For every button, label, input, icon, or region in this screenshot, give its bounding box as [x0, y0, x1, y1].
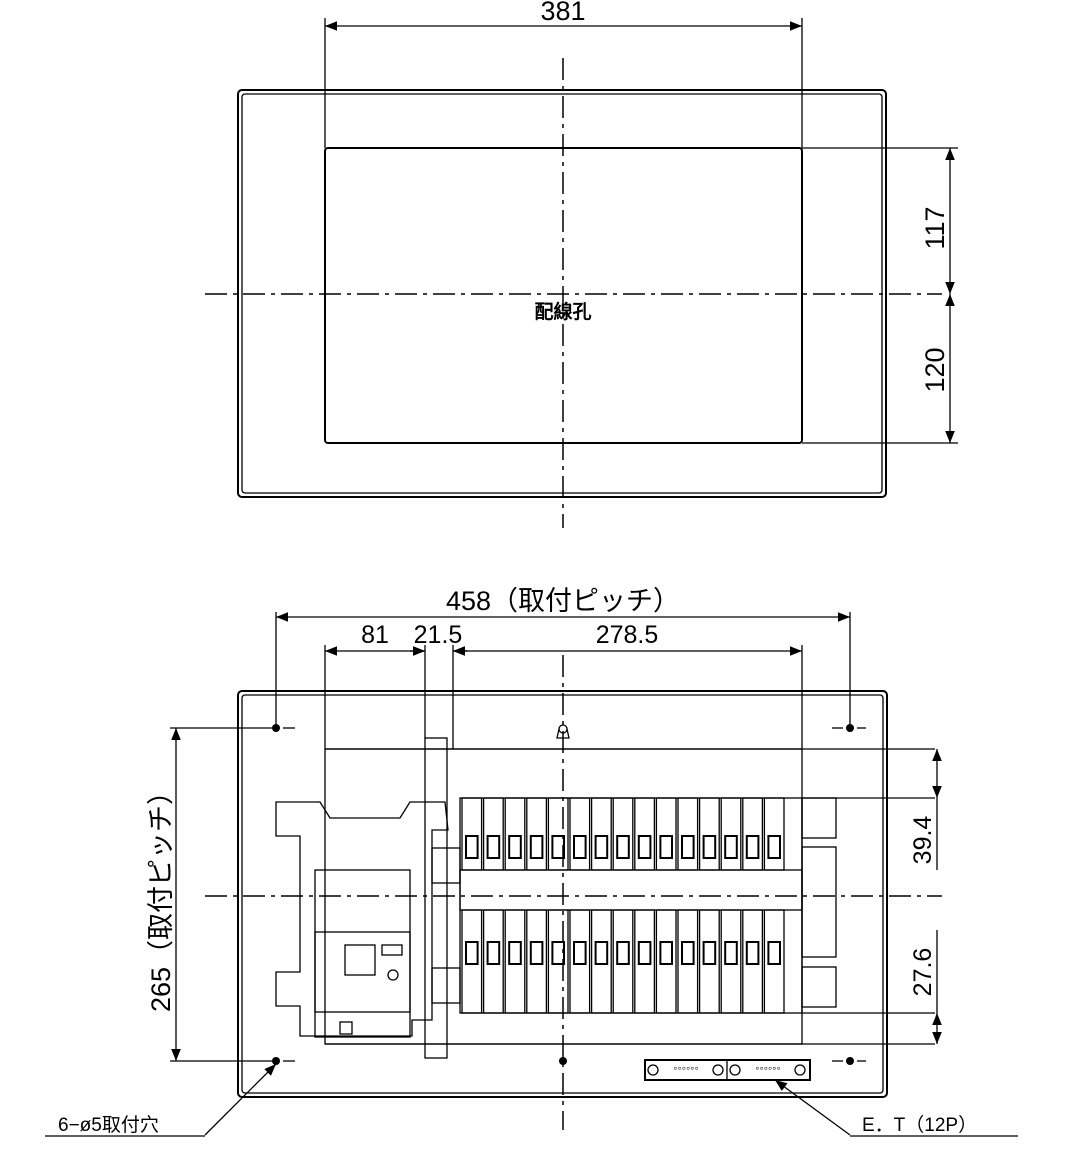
branch-breaker [634, 797, 656, 871]
breaker-handle [637, 941, 652, 965]
branch-breaker [742, 909, 764, 1014]
branch-breaker [547, 909, 569, 1014]
branch-breaker [720, 909, 742, 1014]
terminal-leader [774, 1079, 851, 1136]
branch-breaker [742, 797, 764, 871]
dim-278-5: 278.5 [596, 621, 659, 649]
right-rail [801, 966, 837, 1008]
branch-breaker [655, 797, 677, 871]
wiring-hole-label: 配線孔 [534, 300, 591, 323]
breaker-handle [702, 941, 717, 965]
breaker-handle [659, 941, 674, 965]
breaker-handle [486, 941, 501, 965]
front-view: ◦◦◦◦◦◦ ◦◦◦◦◦◦ 458（取付ピッチ） 81 21.5 278.5 2… [45, 586, 1018, 1137]
branch-breaker [461, 909, 483, 1014]
branch-breaker [547, 797, 569, 871]
breaker-handle [508, 835, 522, 859]
branch-breaker [698, 909, 720, 1014]
branch-breaker [569, 797, 591, 871]
breaker-handle [508, 941, 522, 965]
breaker-handle [551, 835, 566, 859]
breaker-handle [594, 835, 609, 859]
branch-breaker [482, 797, 504, 871]
svg-text:◦◦◦◦◦◦: ◦◦◦◦◦◦ [673, 1061, 699, 1075]
mount-hole-label: 6−ø5取付穴 [58, 1114, 159, 1136]
branch-breaker [526, 797, 548, 871]
keyhole-icon [556, 724, 570, 739]
mount-hole [559, 1057, 567, 1065]
branch-breakers [459, 797, 803, 1014]
breaker-handle [616, 941, 630, 965]
breaker-handle [529, 835, 544, 859]
branch-breaker [677, 797, 699, 871]
svg-text:◦◦◦◦◦◦: ◦◦◦◦◦◦ [755, 1061, 781, 1075]
breaker-handle [637, 835, 652, 859]
terminal-label: E．T（12P） [862, 1114, 977, 1136]
front-outer-box [237, 690, 888, 1098]
top-outer-box [237, 89, 887, 498]
branch-breaker [612, 797, 634, 871]
branch-breaker [482, 909, 504, 1014]
mount-hole [832, 724, 866, 732]
breaker-handle [767, 835, 782, 859]
branch-breaker [461, 797, 483, 871]
branch-breaker [720, 797, 742, 871]
breaker-handle [724, 835, 738, 859]
branch-breaker [590, 797, 612, 871]
dim-381: 381 [540, 0, 585, 26]
branch-breaker [504, 909, 526, 1014]
breaker-handle [767, 941, 782, 965]
breaker-handle [616, 835, 630, 859]
dim-39-4: 39.4 [909, 816, 937, 865]
mount-hole-leader [204, 1063, 277, 1136]
branch-breaker [677, 909, 699, 1014]
branch-breaker [655, 909, 677, 1014]
breaker-handle [745, 941, 760, 965]
breaker-handle [681, 941, 695, 965]
breaker-handle [465, 941, 479, 965]
branch-breaker [698, 797, 720, 871]
mount-hole [832, 1057, 866, 1065]
branch-breaker [634, 909, 656, 1014]
branch-breaker [526, 909, 548, 1014]
breaker-handle [702, 835, 717, 859]
breaker-handle [659, 835, 674, 859]
dim-81: 81 [361, 621, 389, 649]
dim-27-6: 27.6 [909, 948, 937, 997]
dim-21-5: 21.5 [414, 621, 463, 649]
dim-117: 117 [920, 206, 950, 249]
breaker-handle [724, 941, 738, 965]
dim-265: 265（取付ピッチ） [146, 778, 176, 1012]
breaker-handle [573, 941, 587, 965]
top-view: 381 117 120 配線孔 [205, 0, 958, 528]
main-breaker [275, 737, 461, 1059]
right-rail [801, 846, 837, 958]
dim-120: 120 [920, 347, 950, 392]
breaker-handle [529, 941, 544, 965]
dim-458: 458（取付ピッチ） [446, 586, 680, 616]
branch-breaker [569, 909, 591, 1014]
branch-breaker [590, 909, 612, 1014]
right-rail [801, 797, 837, 839]
branch-breaker [504, 797, 526, 871]
breaker-handle [551, 941, 566, 965]
branch-breaker [612, 909, 634, 1014]
breaker-handle [465, 835, 479, 859]
breaker-handle [486, 835, 501, 859]
breaker-handle [681, 835, 695, 859]
et-terminal-block: ◦◦◦◦◦◦ ◦◦◦◦◦◦ [644, 1059, 811, 1081]
breaker-handle [573, 835, 587, 859]
branch-breaker [763, 797, 785, 871]
branch-breaker [763, 909, 785, 1014]
breaker-handle [745, 835, 760, 859]
breaker-handle [594, 941, 609, 965]
